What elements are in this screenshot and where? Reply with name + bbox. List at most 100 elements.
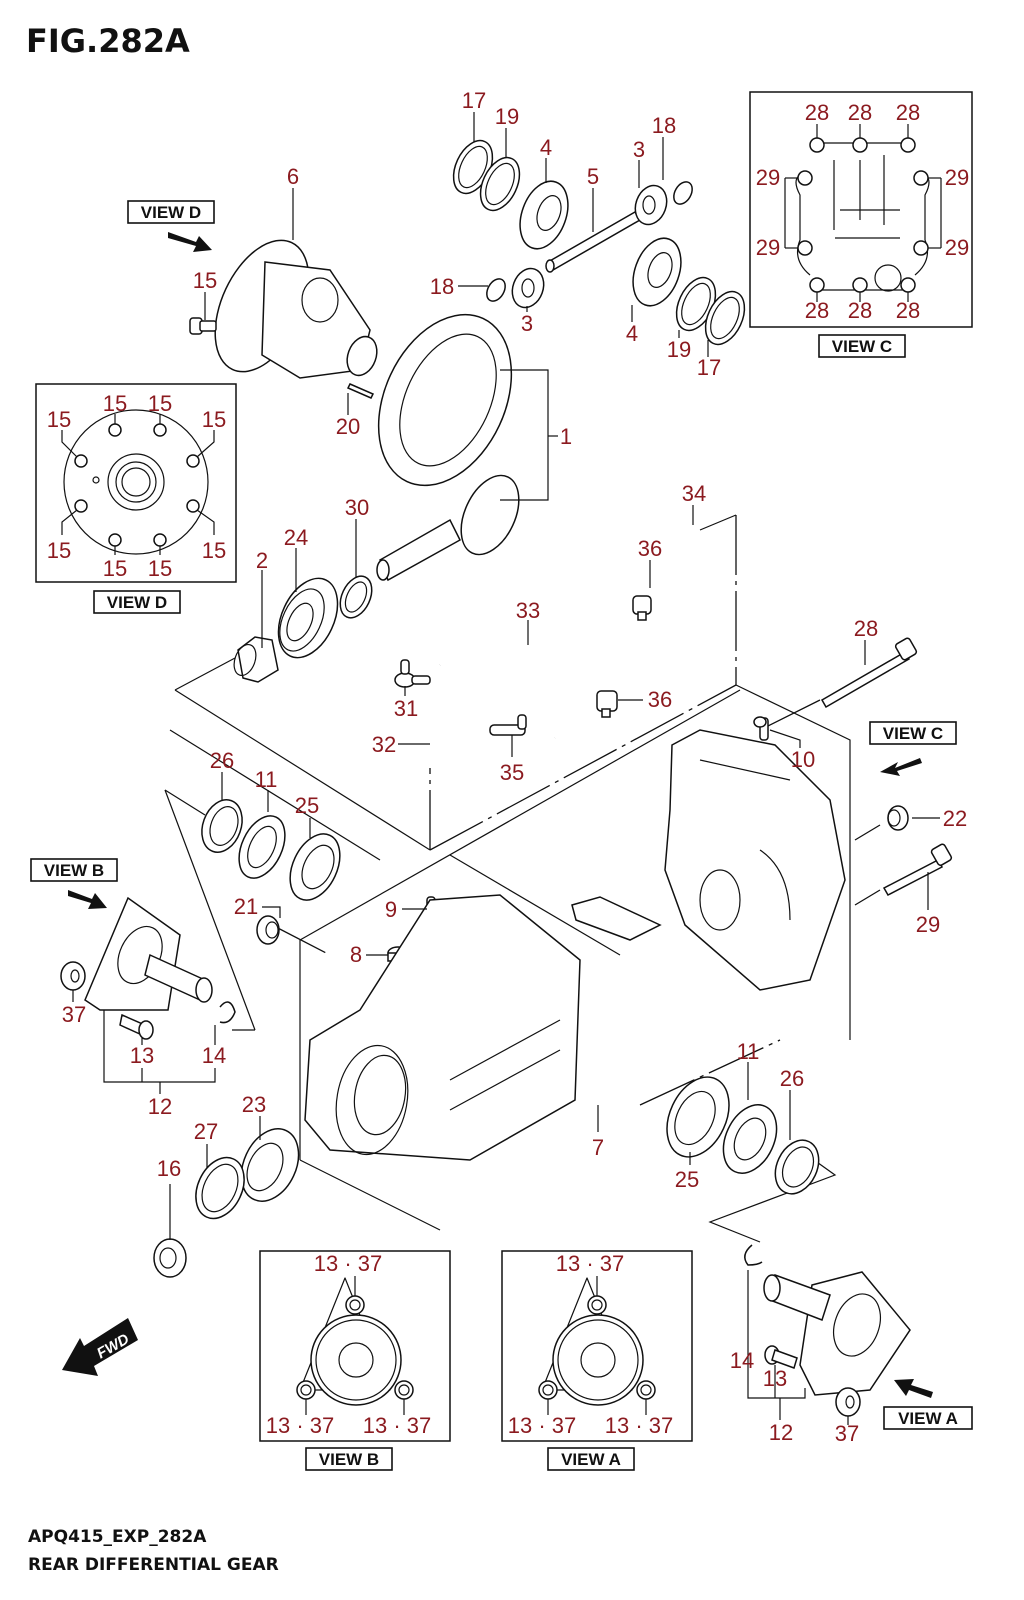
view-d-callout[interactable]: 15	[103, 556, 127, 581]
part-4-side-gear-upper[interactable]	[511, 175, 576, 256]
part-20-pin[interactable]	[346, 383, 375, 399]
part-37-nut-left[interactable]	[60, 961, 86, 991]
callout[interactable]: 16	[157, 1156, 181, 1181]
callout[interactable]: 19	[495, 104, 519, 129]
part-25-bearing-left[interactable]	[280, 826, 349, 908]
part-14-circlip-left[interactable]	[219, 1001, 236, 1024]
view-c-callout[interactable]: 28	[848, 298, 872, 323]
callout[interactable]: 11	[737, 1039, 760, 1064]
part-11-washer-right[interactable]	[713, 1096, 787, 1182]
callout[interactable]: 8	[350, 942, 362, 967]
view-d-tag[interactable]: VIEW D	[127, 200, 215, 224]
part-6-differential-case[interactable]	[196, 226, 382, 387]
callout[interactable]: 10	[791, 747, 815, 772]
part-17-shim-lower[interactable]	[698, 285, 752, 350]
callout[interactable]: 22	[943, 806, 967, 831]
part-21-plug[interactable]	[256, 915, 280, 945]
part-23-bearing[interactable]	[230, 1120, 309, 1211]
part-13-stud-right[interactable]	[764, 1345, 798, 1369]
part-36-clamp-upper[interactable]	[632, 595, 652, 621]
view-d-callout[interactable]: 15	[202, 538, 226, 563]
view-c-callout[interactable]: 28	[896, 100, 920, 125]
part-3-pinion-lower[interactable]	[507, 264, 549, 312]
callout[interactable]: 24	[284, 525, 308, 550]
part-26-seal-right[interactable]	[767, 1133, 827, 1201]
callout[interactable]: 27	[194, 1119, 218, 1144]
view-d-callout[interactable]: 15	[202, 407, 226, 432]
part-28-bolt[interactable]	[820, 637, 918, 709]
view-a-callout[interactable]: 13 · 37	[556, 1251, 625, 1276]
part-37-nut-right[interactable]	[835, 1387, 861, 1417]
callout[interactable]: 30	[345, 495, 369, 520]
callout[interactable]: 6	[287, 164, 299, 189]
callout[interactable]: 17	[697, 355, 721, 380]
callout[interactable]: 5	[587, 164, 599, 189]
callout[interactable]: 19	[667, 337, 691, 362]
callout[interactable]: 34	[682, 481, 706, 506]
callout[interactable]: 4	[626, 321, 638, 346]
callout[interactable]: 17	[462, 88, 486, 113]
callout[interactable]: 28	[854, 616, 878, 641]
part-15-bolt[interactable]	[189, 317, 217, 335]
callout[interactable]: 12	[148, 1094, 172, 1119]
part-11-washer-left[interactable]	[230, 809, 294, 886]
callout[interactable]: 21	[234, 894, 258, 919]
callout[interactable]: 35	[500, 760, 524, 785]
part-36-clamp-lower[interactable]	[596, 690, 618, 718]
rear-cover[interactable]	[664, 729, 846, 991]
callout[interactable]: 33	[516, 598, 540, 623]
callout[interactable]: 13	[763, 1366, 787, 1391]
part-26-seal-left[interactable]	[195, 794, 249, 858]
callout[interactable]: 3	[521, 311, 533, 336]
view-d-callout[interactable]: 15	[47, 407, 71, 432]
callout[interactable]: 7	[592, 1135, 604, 1160]
part-19-washer[interactable]	[473, 151, 527, 216]
part-31-breather[interactable]	[394, 659, 431, 688]
callout[interactable]: 14	[730, 1348, 754, 1373]
view-b-callout[interactable]: 13 · 37	[266, 1413, 335, 1438]
part-10-joint[interactable]	[753, 716, 769, 741]
callout[interactable]: 37	[835, 1421, 859, 1446]
callout[interactable]: 36	[638, 536, 662, 561]
callout[interactable]: 29	[916, 912, 940, 937]
view-c-callout[interactable]: 28	[848, 100, 872, 125]
view-c-callout[interactable]: 29	[945, 235, 969, 260]
view-d-callout[interactable]: 15	[148, 391, 172, 416]
callout[interactable]: 26	[210, 748, 234, 773]
view-a-tag[interactable]: VIEW A	[883, 1406, 973, 1430]
view-a-callout[interactable]: 13 · 37	[508, 1413, 577, 1438]
part-16-nut[interactable]	[153, 1238, 187, 1278]
part-30-spacer[interactable]	[334, 571, 378, 623]
part-35-joint[interactable]	[489, 714, 527, 736]
callout[interactable]: 36	[648, 687, 672, 712]
callout[interactable]: 32	[372, 732, 396, 757]
view-c-tag[interactable]: VIEW C	[869, 721, 957, 745]
part-13-stud-left[interactable]	[119, 1013, 154, 1040]
view-b-tag[interactable]: VIEW B	[30, 858, 118, 882]
callout[interactable]: 25	[295, 793, 319, 818]
callout[interactable]: 2	[256, 548, 268, 573]
part-24-bearing[interactable]	[267, 569, 350, 667]
view-d-callout[interactable]: 15	[103, 391, 127, 416]
part-29-bolt[interactable]	[882, 843, 953, 896]
part-27-seal[interactable]	[187, 1150, 254, 1227]
callout[interactable]: 37	[62, 1002, 86, 1027]
view-b-callout[interactable]: 13 · 37	[363, 1413, 432, 1438]
callout[interactable]: 13	[130, 1043, 154, 1068]
callout[interactable]: 3	[633, 137, 645, 162]
part-3-pinion-upper[interactable]	[630, 181, 672, 229]
view-b-callout[interactable]: 13 · 37	[314, 1251, 383, 1276]
callout[interactable]: 18	[430, 274, 454, 299]
view-c-callout[interactable]: 28	[896, 298, 920, 323]
callout[interactable]: 14	[202, 1043, 226, 1068]
callout[interactable]: 11	[255, 767, 278, 792]
callout[interactable]: 23	[242, 1092, 266, 1117]
view-c-callout[interactable]: 28	[805, 298, 829, 323]
callout[interactable]: 26	[780, 1066, 804, 1091]
callout[interactable]: 1	[560, 424, 572, 449]
view-d-callout[interactable]: 15	[148, 556, 172, 581]
callout[interactable]: 18	[652, 113, 676, 138]
part-18-washer-upper[interactable]	[670, 179, 696, 208]
view-c-callout[interactable]: 29	[945, 165, 969, 190]
callout[interactable]: 25	[675, 1167, 699, 1192]
